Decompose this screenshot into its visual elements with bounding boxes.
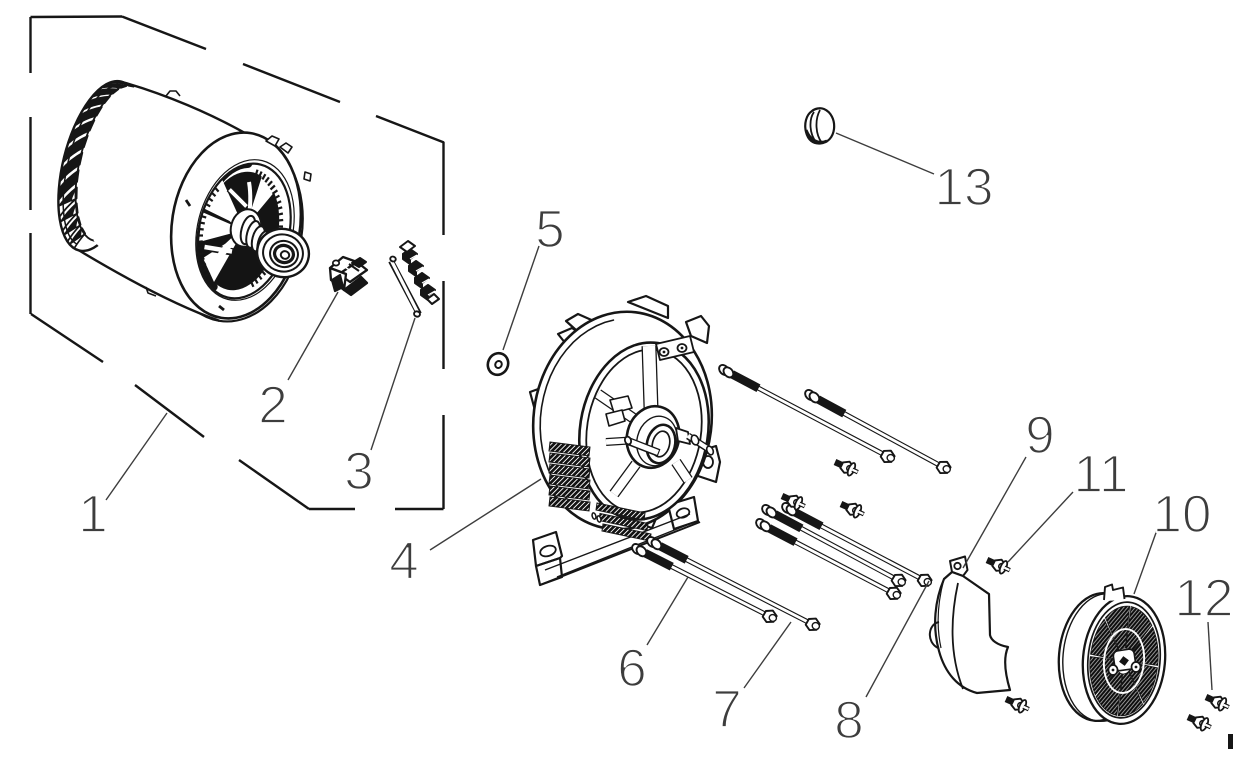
svg-text:9: 9 [1025,406,1054,465]
svg-text:7: 7 [712,680,741,739]
svg-text:11: 11 [1073,445,1128,504]
svg-text:1: 1 [78,485,107,544]
svg-text:3: 3 [344,442,373,501]
svg-text:13: 13 [935,158,994,217]
svg-text:6: 6 [617,639,646,698]
svg-text:10: 10 [1153,485,1212,544]
svg-text:8: 8 [834,691,863,750]
svg-text:2: 2 [258,376,287,435]
svg-text:4: 4 [389,532,418,591]
svg-text:12: 12 [1175,569,1233,628]
svg-text:5: 5 [535,200,564,259]
